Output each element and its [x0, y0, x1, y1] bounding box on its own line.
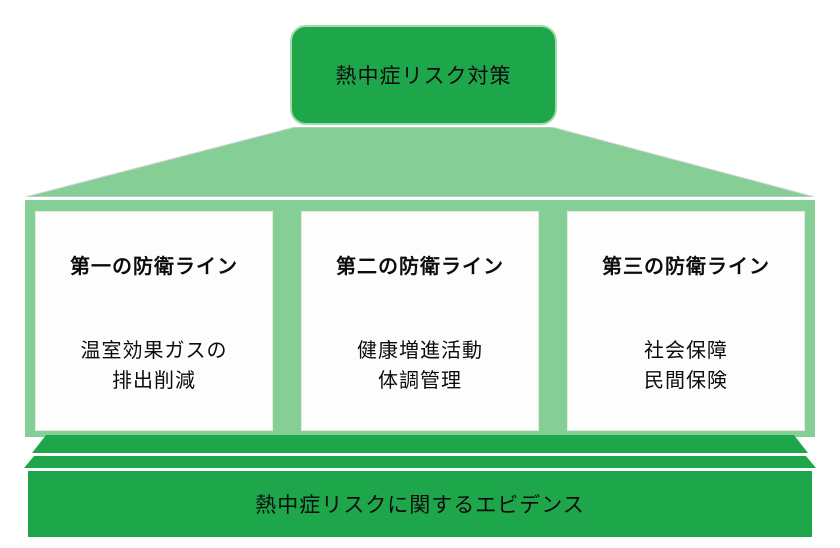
pillar-panel-first-defense: 第一の防衛ライン 温室効果ガスの 排出削減: [35, 211, 273, 431]
pillar-body: 健康増進活動 体調管理: [302, 336, 538, 396]
pillar-body-line: 社会保障: [644, 340, 728, 362]
pillar-body-line: 排出削減: [112, 370, 196, 392]
base-face: 熱中症リスクに関するエビデンス: [28, 471, 812, 537]
base-label: 熱中症リスクに関するエビデンス: [255, 494, 585, 517]
base-mid-bevel: [24, 456, 816, 468]
pillar-heading: 第二の防衛ライン: [336, 256, 504, 278]
pillar-body-line: 体調管理: [378, 370, 462, 392]
pillar-body: 温室効果ガスの 排出削減: [36, 336, 272, 396]
pillar-body: 社会保障 民間保険: [568, 336, 804, 396]
pillars-wall: 第一の防衛ライン 温室効果ガスの 排出削減 第二の防衛ライン 健康増進活動 体調…: [25, 200, 815, 437]
diagram-title: 熱中症リスク対策: [335, 65, 512, 88]
pillar-panel-third-defense: 第三の防衛ライン 社会保障 民間保険: [567, 211, 805, 431]
pillar-panel-second-defense: 第二の防衛ライン 健康増進活動 体調管理: [301, 211, 539, 431]
pillar-body-line: 健康増進活動: [357, 340, 483, 362]
title-box: 熱中症リスク対策: [290, 25, 557, 125]
pillar-body-line: 温室効果ガスの: [80, 340, 228, 362]
pillar-heading: 第一の防衛ライン: [70, 256, 238, 278]
roof-trapezoid: [25, 127, 815, 197]
pillar-heading: 第三の防衛ライン: [602, 256, 770, 278]
pillar-body-line: 民間保険: [644, 370, 728, 392]
base-top-bevel: [32, 435, 808, 453]
